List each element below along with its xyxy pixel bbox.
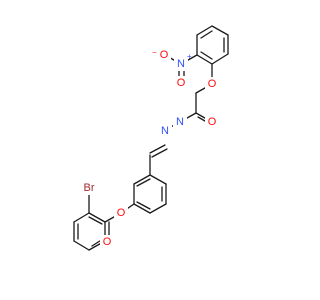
bond <box>136 178 151 187</box>
molecule-diagram: O − N + O O O N N O O Br <box>73 25 229 251</box>
structure-canvas: O − N + O O O N N O O Br <box>73 25 229 251</box>
bond <box>136 201 151 210</box>
atom-oxygen-nitro: O <box>160 49 169 61</box>
atom-oxygen-nitro: O <box>177 77 186 89</box>
atom-oxygen-ester: O <box>117 207 126 219</box>
bond <box>73 212 90 223</box>
bond <box>88 216 103 225</box>
bond <box>73 240 90 251</box>
atom-nitrogen-imine: N <box>161 125 169 137</box>
bond <box>149 144 166 154</box>
atom-bromine: Br <box>84 182 95 194</box>
atom-oxygen-ether: O <box>208 78 217 90</box>
bond <box>200 51 213 60</box>
bond <box>149 174 167 185</box>
atom-labels: O − N + O O O N N O O Br <box>80 48 219 249</box>
bond <box>133 203 151 214</box>
bond <box>88 212 106 223</box>
bond <box>211 53 229 65</box>
atom-nitrogen-nitro: N <box>177 58 185 70</box>
charge-minus: − <box>152 48 157 57</box>
bond <box>133 174 151 185</box>
atom-oxygen-carbonyl: O <box>103 236 112 248</box>
bond <box>196 25 213 36</box>
bond <box>200 30 213 39</box>
atom-oxygen-amide: O <box>208 116 217 128</box>
atom-nitrogen-amide: N <box>176 116 184 128</box>
bond <box>149 203 167 214</box>
bonds <box>73 25 229 251</box>
bond <box>211 25 229 36</box>
charge-plus: + <box>187 52 192 61</box>
bond <box>151 148 168 158</box>
bond <box>196 54 213 65</box>
